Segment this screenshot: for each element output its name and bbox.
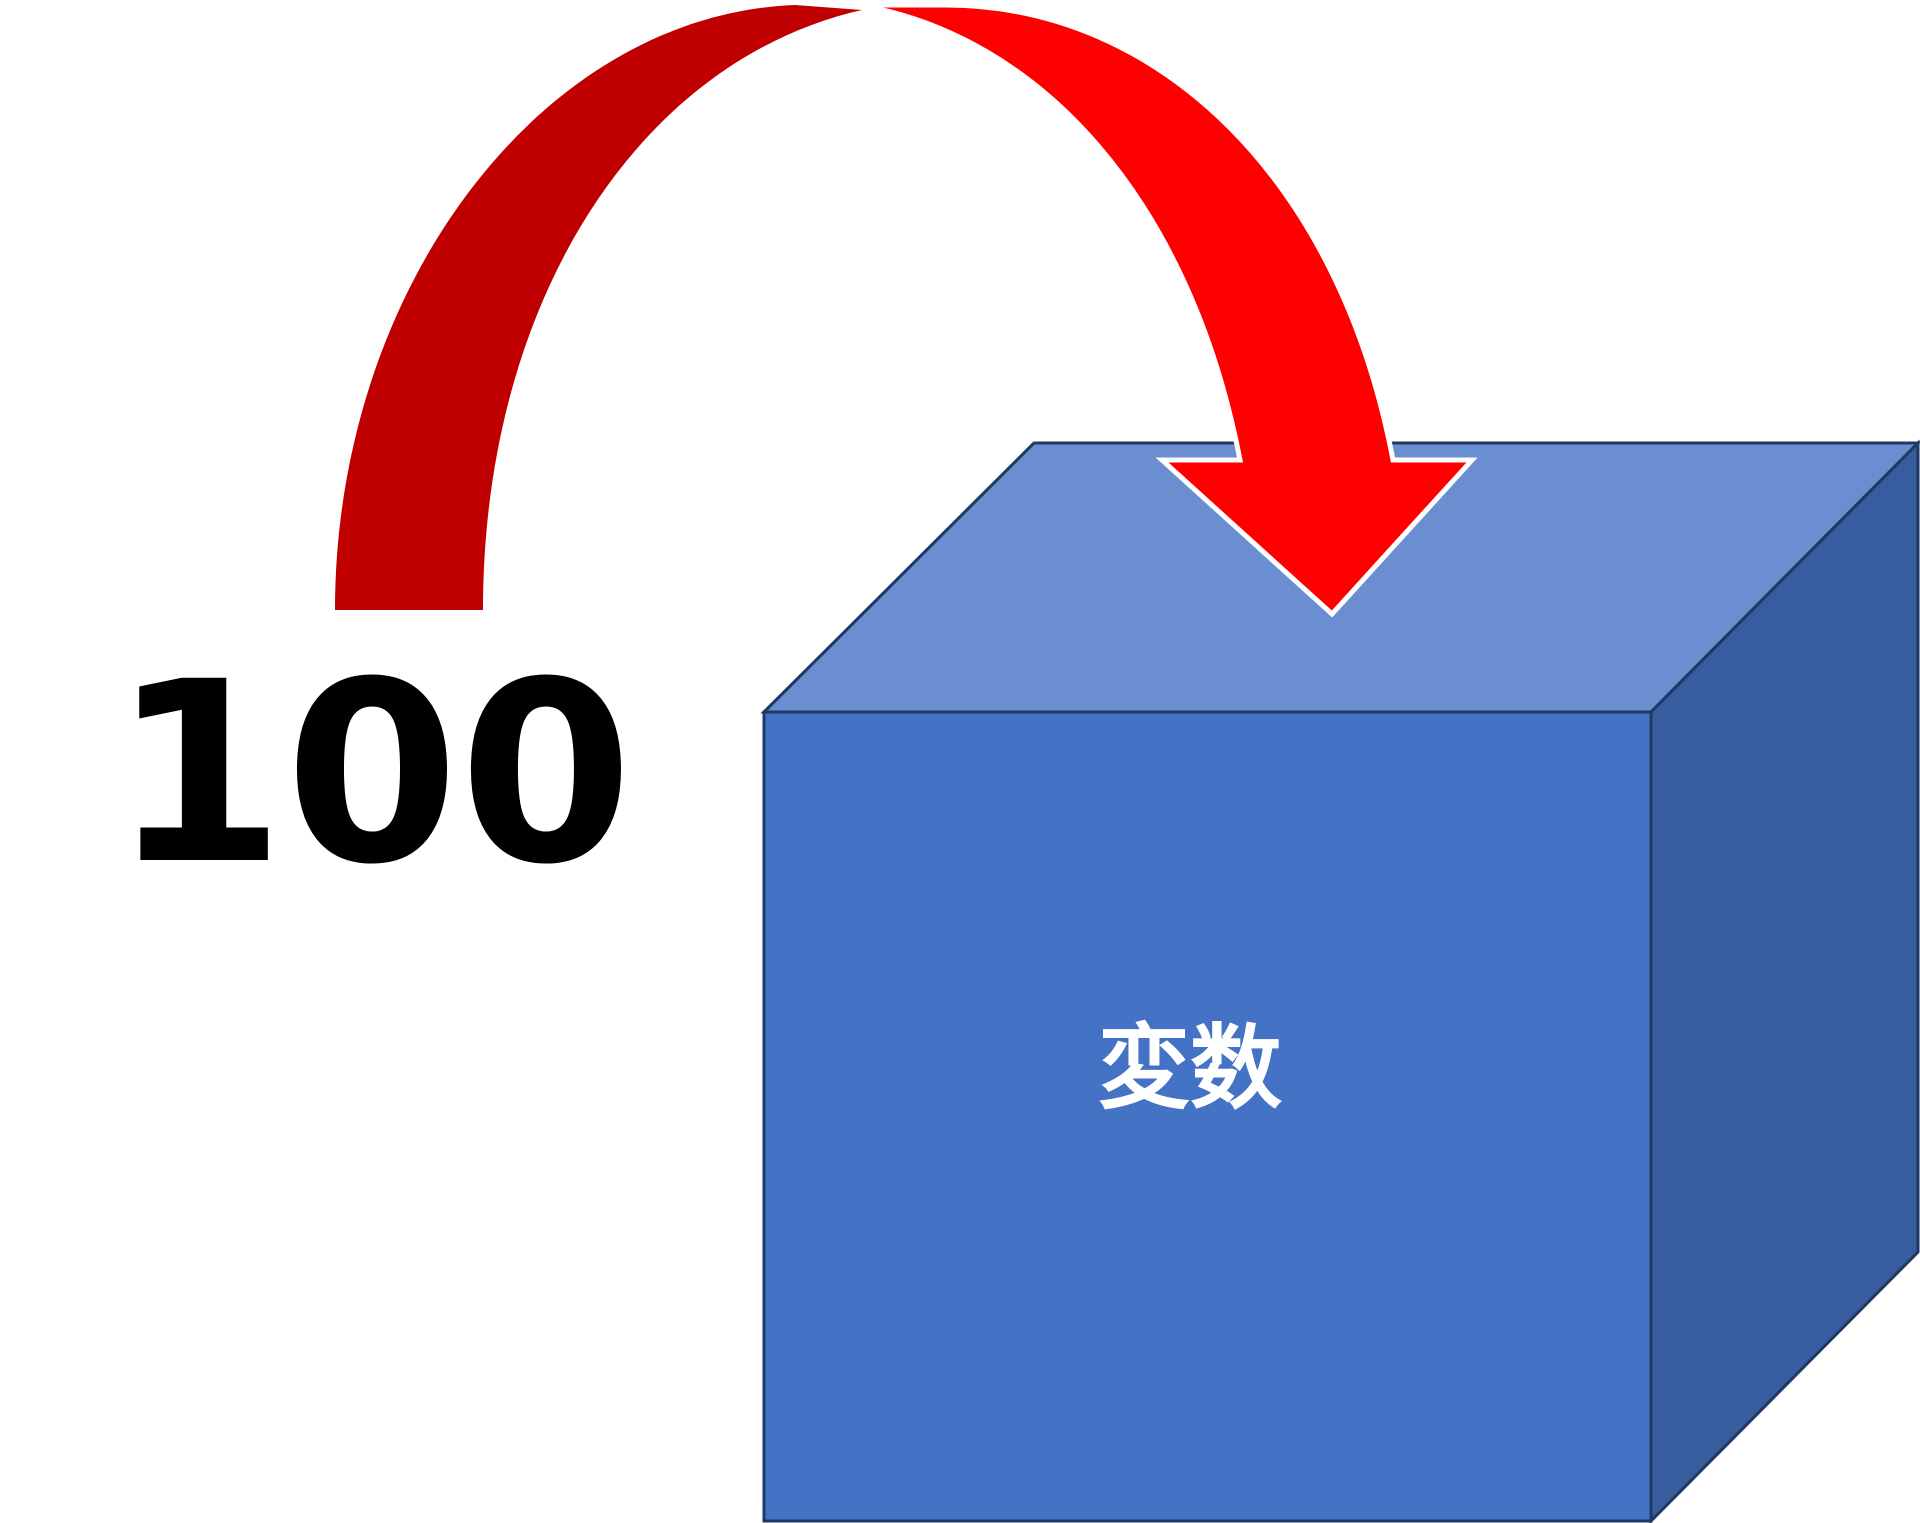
box-front-face	[762, 710, 1653, 1523]
curved-arrow	[335, 2, 1478, 618]
arrow-head-segment	[857, 2, 1478, 618]
variable-box: 変数	[760, 439, 1920, 1523]
value-text: 100	[111, 628, 633, 919]
arrow-tail-segment	[335, 5, 862, 610]
box-label: 変数	[1098, 1015, 1282, 1122]
